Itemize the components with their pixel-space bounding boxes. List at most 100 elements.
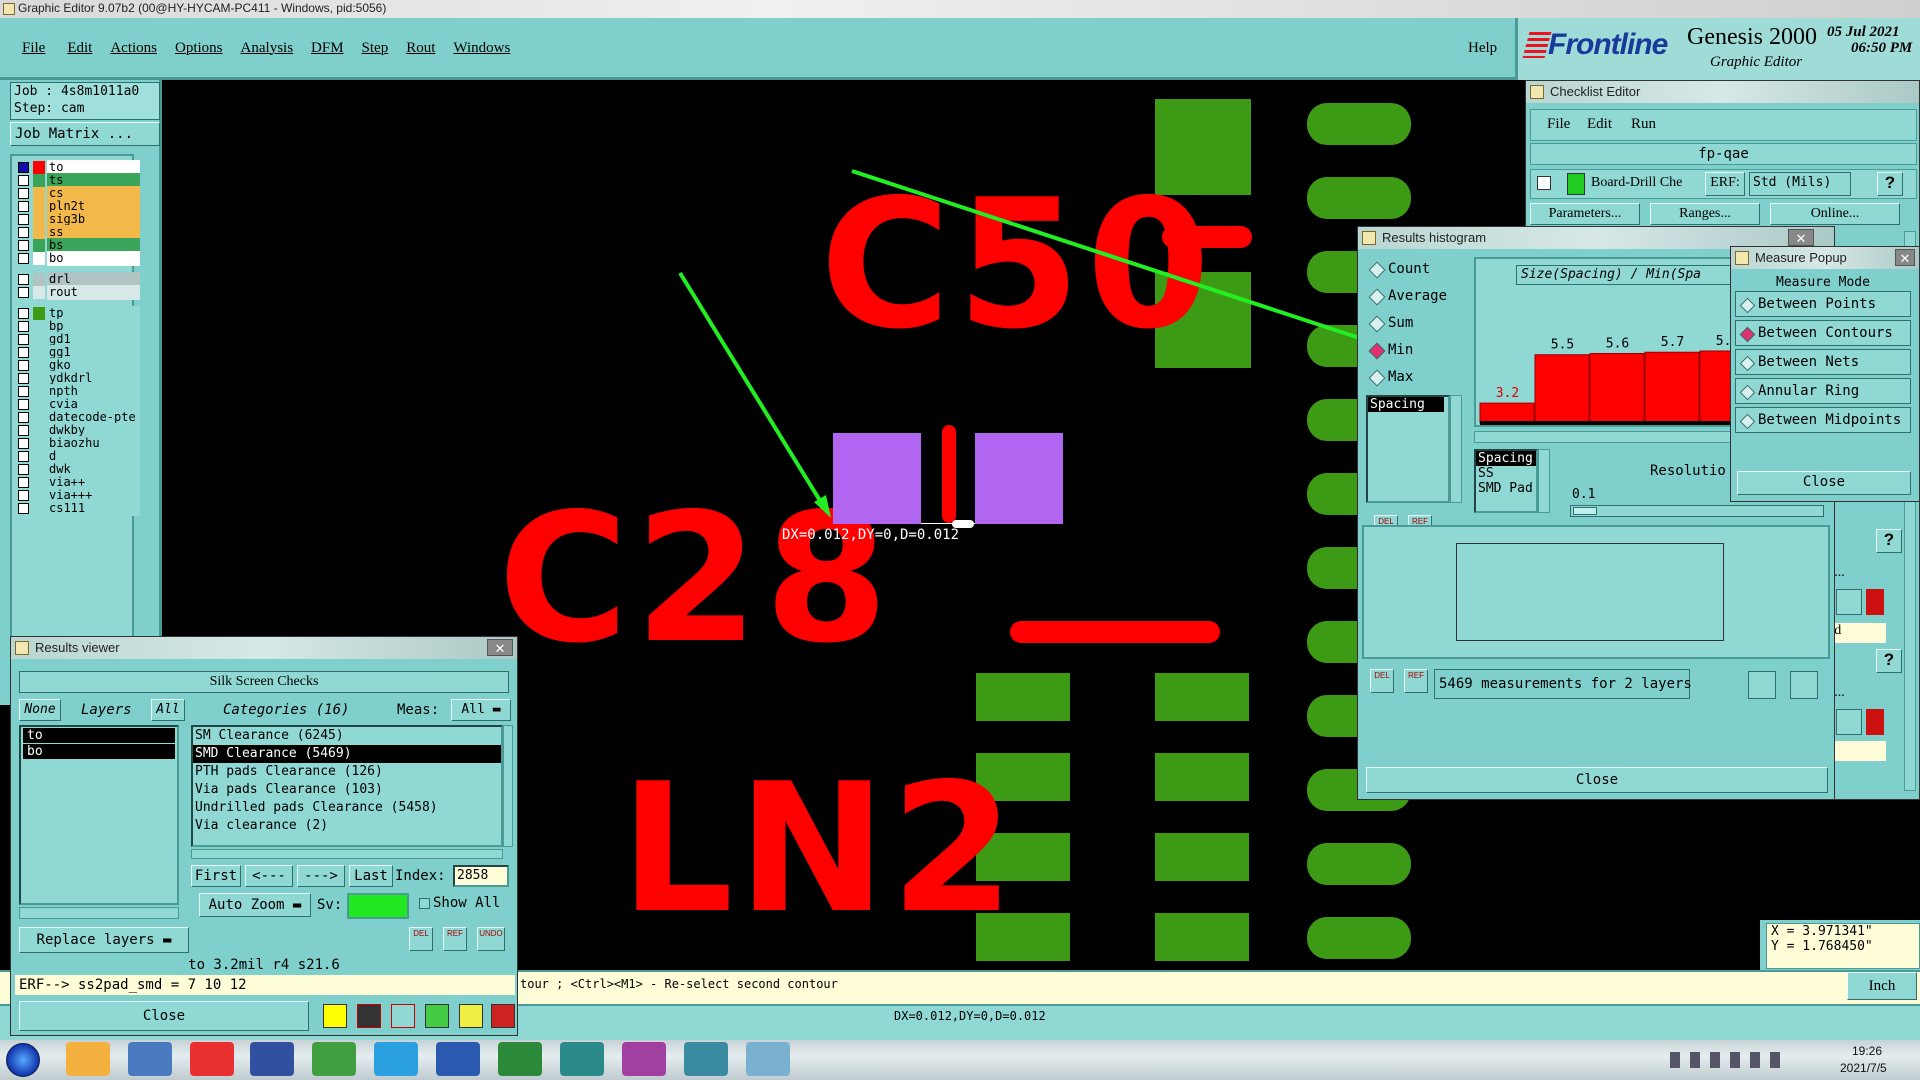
- histogram-mode-min[interactable]: Min: [1366, 338, 1458, 362]
- layer-row-ts[interactable]: ts: [16, 173, 142, 188]
- menu-edit[interactable]: Edit: [67, 40, 93, 56]
- del-button[interactable]: DEL: [409, 927, 433, 951]
- taskbar-icon[interactable]: [436, 1042, 480, 1076]
- layer-color-swatch[interactable]: [33, 333, 45, 346]
- category-item[interactable]: Via clearance (2): [195, 818, 329, 833]
- resolution-slider[interactable]: [1570, 505, 1824, 517]
- measure-mode-between-contours[interactable]: Between Contours: [1735, 320, 1911, 346]
- layer-checkbox[interactable]: [18, 490, 29, 501]
- checklist-menu-edit[interactable]: Edit: [1587, 116, 1612, 132]
- measure-close-button[interactable]: Close: [1737, 471, 1911, 495]
- parameters-button[interactable]: Parameters...: [1530, 203, 1640, 225]
- del-button[interactable]: DEL: [1370, 669, 1394, 693]
- help-button[interactable]: ?: [1876, 529, 1902, 553]
- index-input[interactable]: 2858: [453, 865, 509, 887]
- layer-row-biaozhu[interactable]: biaozhu: [16, 436, 142, 451]
- layer-checkbox[interactable]: [18, 162, 29, 173]
- none-button[interactable]: None: [19, 699, 61, 721]
- tool-icon[interactable]: [391, 1004, 415, 1028]
- layer-checkbox[interactable]: [18, 425, 29, 436]
- layer-row-gd1[interactable]: gd1: [16, 332, 142, 347]
- layer-row-sig3b[interactable]: sig3b: [16, 212, 142, 227]
- categories-hscrollbar[interactable]: [191, 849, 503, 859]
- menu-options[interactable]: Options: [175, 40, 223, 56]
- layer-row-bp[interactable]: bp: [16, 319, 142, 334]
- layer-checkbox[interactable]: [18, 451, 29, 462]
- layer-checkbox[interactable]: [18, 274, 29, 285]
- layer-color-swatch[interactable]: [33, 226, 45, 239]
- checklist-menu-run[interactable]: Run: [1631, 116, 1657, 132]
- categories-listbox[interactable]: SM Clearance (6245)SMD Clearance (5469)P…: [191, 725, 503, 847]
- histogram-bar[interactable]: [1534, 354, 1590, 424]
- type-item-ss[interactable]: SS: [1478, 466, 1494, 481]
- checklist-item-row[interactable]: Board-Drill Che ERF: Std (Mils) ?: [1530, 169, 1917, 199]
- layer-row-dwk[interactable]: dwk: [16, 462, 142, 477]
- taskbar-icon[interactable]: [622, 1042, 666, 1076]
- layer-row-to[interactable]: to: [16, 160, 142, 175]
- layer-checkbox[interactable]: [18, 253, 29, 264]
- layer-row-d[interactable]: d: [16, 449, 142, 464]
- show-all-checkbox[interactable]: [419, 898, 430, 909]
- layer-checkbox[interactable]: [18, 334, 29, 345]
- layer-color-swatch[interactable]: [33, 187, 45, 200]
- layers-scrollbar[interactable]: [19, 907, 179, 919]
- close-icon[interactable]: ✕: [1895, 249, 1915, 266]
- all-layers-button[interactable]: All: [151, 699, 185, 721]
- zoom-icon[interactable]: [1836, 709, 1862, 735]
- ref-button[interactable]: REF: [443, 927, 467, 951]
- layer-checkbox[interactable]: [18, 227, 29, 238]
- histogram-list-item[interactable]: Spacing: [1368, 397, 1444, 412]
- category-item[interactable]: Via pads Clearance (103): [195, 782, 383, 797]
- layer-color-swatch[interactable]: [33, 398, 45, 411]
- layer-color-swatch[interactable]: [33, 161, 45, 174]
- layer-color-swatch[interactable]: [33, 200, 45, 213]
- taskbar-icon[interactable]: [374, 1042, 418, 1076]
- layer-checkbox[interactable]: [18, 214, 29, 225]
- layer-color-swatch[interactable]: [33, 286, 45, 299]
- histogram-mode-average[interactable]: Average: [1366, 284, 1458, 308]
- histogram-mode-sum[interactable]: Sum: [1366, 311, 1458, 335]
- layer-color-swatch[interactable]: [33, 450, 45, 463]
- taskbar-icon[interactable]: [250, 1042, 294, 1076]
- results-close-button[interactable]: Close: [19, 1001, 309, 1031]
- layer-checkbox[interactable]: [18, 321, 29, 332]
- replace-layers-select[interactable]: Replace layers ▬: [19, 927, 189, 953]
- taskbar-icon[interactable]: [746, 1042, 790, 1076]
- layer-row-cvia[interactable]: cvia: [16, 397, 142, 412]
- tool-icon[interactable]: [323, 1004, 347, 1028]
- layer-checkbox[interactable]: [18, 399, 29, 410]
- layer-checkbox[interactable]: [18, 464, 29, 475]
- category-item[interactable]: SM Clearance (6245): [195, 728, 344, 743]
- tool-icon[interactable]: [459, 1004, 483, 1028]
- measure-mode-between-points[interactable]: Between Points: [1735, 291, 1911, 317]
- zoom-icon[interactable]: [1836, 589, 1862, 615]
- layer-checkbox[interactable]: [18, 308, 29, 319]
- help-button[interactable]: ?: [1877, 172, 1903, 196]
- layer-checkbox[interactable]: [18, 373, 29, 384]
- last-button[interactable]: Last: [349, 865, 393, 887]
- menu-step[interactable]: Step: [361, 40, 389, 56]
- layer-checkbox[interactable]: [18, 188, 29, 199]
- chart-icon[interactable]: [1748, 671, 1776, 699]
- layer-color-swatch[interactable]: [33, 463, 45, 476]
- results-layer-item[interactable]: bo: [23, 744, 175, 759]
- checklist-menu-file[interactable]: File: [1547, 116, 1571, 132]
- layer-row-tp[interactable]: tp: [16, 306, 142, 321]
- tool-icon[interactable]: [491, 1004, 515, 1028]
- layer-checkbox[interactable]: [18, 386, 29, 397]
- layer-checkbox[interactable]: [18, 503, 29, 514]
- sv-color-select[interactable]: [347, 893, 409, 919]
- layer-row-ss[interactable]: ss: [16, 225, 142, 240]
- layer-color-swatch[interactable]: [33, 385, 45, 398]
- online-button[interactable]: Online...: [1770, 203, 1900, 225]
- layer-color-swatch[interactable]: [33, 502, 45, 515]
- layer-color-swatch[interactable]: [33, 273, 45, 286]
- layer-color-swatch[interactable]: [33, 213, 45, 226]
- tray-icons[interactable]: [1670, 1052, 1790, 1068]
- taskbar-icon[interactable]: [190, 1042, 234, 1076]
- alert-icon[interactable]: [1866, 709, 1884, 735]
- menu-windows[interactable]: Windows: [453, 40, 511, 56]
- close-icon[interactable]: ✕: [487, 639, 513, 656]
- taskbar-icon[interactable]: [128, 1042, 172, 1076]
- layer-row-cs111[interactable]: cs111: [16, 501, 142, 516]
